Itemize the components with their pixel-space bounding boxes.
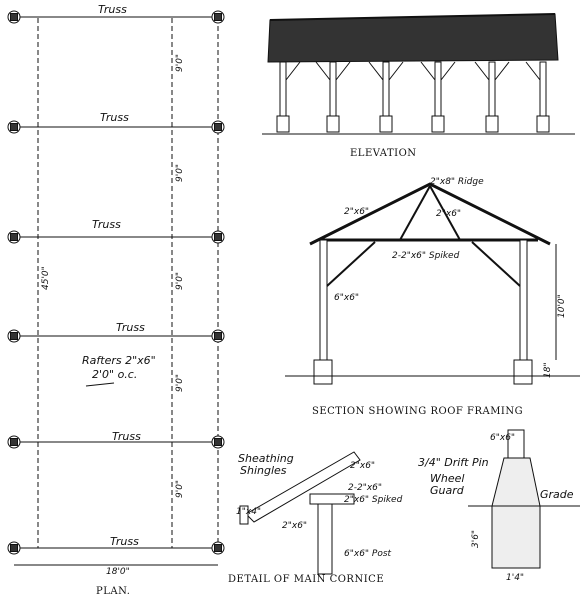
truss-line: Truss [16, 111, 218, 128]
post-icon [211, 435, 225, 449]
post-icon [211, 329, 225, 343]
bay-dimension: 9'0" [175, 480, 185, 498]
post-icon [211, 10, 225, 24]
footing-post-label: 6"x6" [490, 433, 515, 443]
post-icon [211, 541, 225, 555]
height-label: 10'0" [557, 294, 567, 318]
truss-label: Truss [116, 321, 145, 334]
post-icon [7, 10, 21, 24]
shingles-label: Shingles [240, 464, 287, 477]
rafters-spacing: 2'0" o.c. [92, 368, 137, 381]
truss-label: Truss [100, 111, 129, 124]
post-icon [7, 230, 21, 244]
elevation-view: ELEVATION [262, 13, 575, 159]
spiked-label: 2-2"x6" Spiked [392, 251, 460, 261]
bay-dimension: 9'0" [175, 164, 185, 182]
rafter-label: 2"x6" [344, 207, 369, 217]
fascia-label: 1"x4" [236, 507, 261, 517]
truss-label: Truss [110, 535, 139, 548]
truss-line: Truss [16, 430, 218, 443]
bay-dimension: 9'0" [175, 272, 185, 290]
post-icon [7, 120, 21, 134]
sheathing-label: Sheathing [238, 452, 294, 465]
concrete-footing [491, 457, 541, 569]
footing-width-label: 1'4" [506, 573, 524, 583]
bay-dimension: 9'0" [175, 374, 185, 392]
post-icon [211, 120, 225, 134]
tie-label: 2"x6" [282, 521, 307, 531]
truss-label: Truss [98, 3, 127, 16]
section-right-post [519, 239, 528, 361]
post-icon [7, 435, 21, 449]
ridge-label: 2"x8" Ridge [430, 177, 484, 187]
footing-detail: 6"x6" 3/4" Drift Pin Wheel Guard Grade 3… [418, 429, 580, 583]
wheel-label: Wheel [430, 472, 464, 485]
cornice-spiked-a: 2-2"x6" [348, 483, 382, 493]
truss-label: Truss [112, 430, 141, 443]
depth-label: 3'6" [471, 530, 481, 548]
post-icon [211, 230, 225, 244]
plan-caption: PLAN. [96, 586, 130, 597]
overall-width-dimension: 18'0" [106, 567, 130, 577]
plan-view: Truss Truss Truss Truss Truss Truss [7, 3, 225, 597]
post-icon [7, 329, 21, 343]
section-view: 2"x8" Ridge 2"x6" 2"x6" 2-2"x6" Spiked 6… [285, 177, 580, 417]
cornice-post [317, 503, 333, 575]
rafter-direction-arrow [85, 382, 115, 387]
elevation-caption: ELEVATION [350, 148, 417, 159]
footing-label: 18" [543, 362, 553, 378]
cornice-detail: Sheathing Shingles 2"x6" 2-2"x6" 2"x6" S… [228, 451, 403, 585]
cornice-post-label: 6"x6" Post [344, 549, 392, 559]
grade-label: Grade [540, 488, 574, 501]
post-icon [7, 541, 21, 555]
section-caption: SECTION SHOWING ROOF FRAMING [312, 406, 523, 417]
elevation-posts [276, 61, 550, 133]
brace-label: 2"x6" [436, 209, 461, 219]
guard-label: Guard [430, 484, 465, 497]
post-markers [7, 10, 225, 555]
cornice-rafter [245, 451, 361, 523]
truss-label: Truss [92, 218, 121, 231]
elevation-roof [267, 13, 559, 63]
cornice-rafter-label: 2"x6" [350, 461, 375, 471]
section-rafters [309, 182, 551, 246]
overall-length-dimension: 45'0" [41, 266, 51, 290]
truss-line: Truss [16, 3, 218, 18]
truss-line: Truss [16, 535, 218, 549]
drift-pin-label: 3/4" Drift Pin [418, 456, 489, 469]
cornice-caption: DETAIL OF MAIN CORNICE [228, 574, 384, 585]
post-label: 6"x6" [334, 293, 359, 303]
section-left-post [319, 239, 328, 361]
truss-line: Truss [16, 218, 218, 238]
truss-line: Truss [16, 321, 218, 337]
elevation-braces [285, 61, 541, 81]
cornice-spiked-b: 2"x6" Spiked [344, 495, 403, 505]
rafters-note: Rafters 2"x6" [82, 354, 156, 367]
bay-dimension: 9'0" [175, 54, 185, 72]
